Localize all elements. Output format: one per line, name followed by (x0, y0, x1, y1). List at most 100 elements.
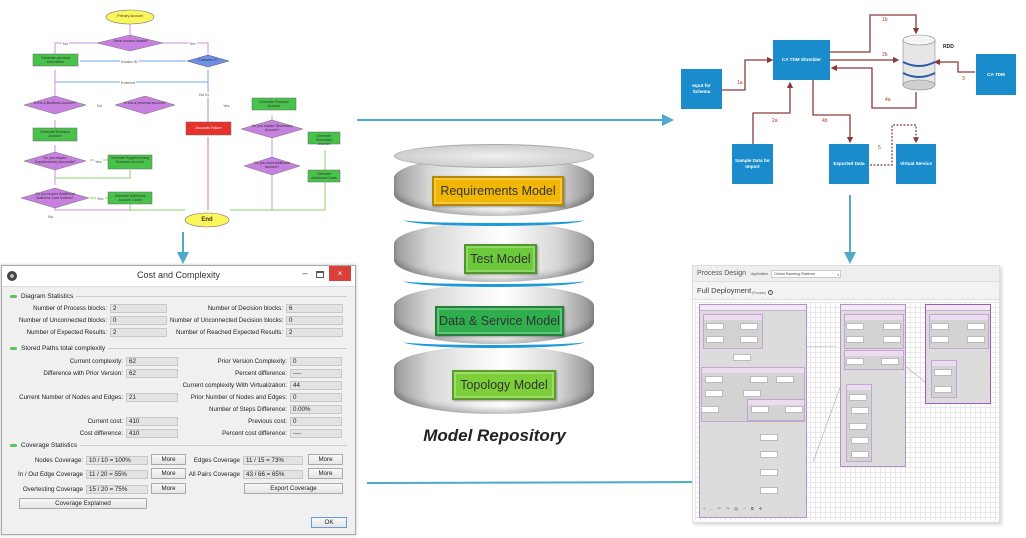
model-label: Topology Model (460, 378, 548, 392)
process-node[interactable] (740, 323, 758, 330)
tdm-ca-tdm-box: CA TDM (976, 54, 1016, 95)
edges-more-button[interactable]: More (308, 454, 343, 465)
field-value: 0 (290, 416, 342, 426)
move-icon[interactable]: ✥ (758, 506, 763, 511)
layout-icon[interactable]: ▤ (734, 506, 739, 511)
overtesting-more-button[interactable]: More (151, 483, 186, 494)
allpairs-more-button[interactable]: More (308, 468, 343, 479)
cost-complexity-dialog: Cost and Complexity – × Diagram Statisti… (1, 265, 356, 535)
process-node[interactable] (849, 394, 867, 401)
flowchart-node-label: Have Account details? (113, 39, 149, 43)
process-node[interactable] (931, 323, 949, 330)
process-node[interactable] (760, 434, 778, 441)
process-node[interactable] (776, 376, 794, 383)
edge-label-5: 5 (878, 145, 881, 151)
copy-icon[interactable]: ⧉ (750, 506, 754, 511)
minimize-button[interactable]: – (302, 268, 308, 278)
process-node[interactable] (705, 390, 723, 397)
process-node[interactable] (760, 469, 778, 476)
process-node[interactable] (740, 336, 758, 343)
model-tag-data-service[interactable]: Data & Service Model (435, 306, 564, 336)
tdm-input-schema-box: Input for Schema (681, 69, 722, 109)
field-prior-nodes-edges: Prior Number of Nodes and Edges: 0 (180, 392, 342, 402)
flowchart-node-label: Do you want additional account? (254, 161, 290, 169)
field-label: Nodes Coverage: (34, 456, 83, 464)
process-node[interactable] (846, 336, 864, 343)
deployment-subgroup[interactable] (703, 314, 763, 349)
deployment-subgroup[interactable] (844, 314, 904, 349)
process-node[interactable] (846, 358, 864, 365)
section-divider (108, 347, 347, 349)
flowchart-failure-node (185, 121, 232, 136)
undo-icon[interactable]: ↶ (717, 506, 721, 511)
process-node[interactable] (934, 386, 952, 393)
process-node[interactable] (706, 323, 724, 330)
edge-label-no-id: No ID (198, 92, 211, 97)
process-node[interactable] (733, 354, 751, 361)
process-node[interactable] (760, 451, 778, 458)
arrow-dialog-to-process (366, 476, 716, 489)
field-label: Number of Unconnected blocks: (18, 316, 107, 324)
field-label: Previous cost: (248, 417, 287, 425)
process-node[interactable] (883, 323, 901, 330)
ok-button[interactable]: OK (311, 517, 347, 528)
dialog-titlebar[interactable]: Cost and Complexity – × (2, 266, 355, 287)
process-node[interactable] (967, 323, 985, 330)
process-node[interactable] (851, 437, 869, 444)
deployment-subgroup[interactable] (747, 399, 805, 421)
field-label: Edges Coverage (193, 456, 240, 464)
process-node[interactable] (705, 376, 723, 383)
process-node[interactable] (931, 336, 949, 343)
edge-label-yes: Yes (96, 196, 105, 201)
field-label: Percent difference: (235, 369, 287, 377)
flowchart-decision (23, 95, 87, 115)
section-divider (76, 295, 347, 297)
info-icon[interactable]: i (767, 289, 773, 295)
maximize-button[interactable] (316, 271, 324, 278)
coverage-explained-button[interactable]: Coverage Explained (19, 498, 147, 509)
field-value: 43 / 66 = 65% (243, 469, 303, 479)
field-label: Number of Reached Expected Results: (176, 328, 283, 336)
edge-label-4a: 4a (885, 97, 891, 103)
process-node[interactable] (846, 323, 864, 330)
edge-label-1b: 1b (882, 17, 888, 23)
redo-icon[interactable]: ↷ (725, 506, 730, 511)
field-value: 0 (286, 315, 343, 325)
edit-icon[interactable]: ⟋ (743, 506, 746, 511)
process-node[interactable] (883, 336, 901, 343)
flowchart-decision (96, 34, 164, 52)
application-select[interactable]: Online Banking Platform ▾ (771, 269, 842, 278)
deployment-subgroup[interactable] (929, 314, 989, 349)
section-title: Stored Paths total complexity (21, 344, 106, 352)
model-tag-requirements[interactable]: Requirements Model (432, 176, 564, 206)
close-button[interactable]: × (329, 266, 351, 281)
process-node[interactable] (967, 336, 985, 343)
zoom-out-icon[interactable]: – (710, 506, 713, 511)
process-node[interactable] (934, 369, 952, 376)
process-node[interactable] (751, 406, 769, 413)
process-node[interactable] (849, 423, 867, 430)
process-node[interactable] (851, 451, 869, 458)
process-node[interactable] (743, 390, 761, 397)
process-node[interactable] (706, 336, 724, 343)
process-node[interactable] (750, 376, 768, 383)
process-canvas[interactable]: + – ↶ ↷ ▤ ⟋ ⧉ ✥ (695, 302, 998, 520)
nodes-more-button[interactable]: More (151, 454, 186, 465)
export-coverage-button[interactable]: Export Coverage (244, 483, 343, 494)
zoom-in-icon[interactable]: + (703, 506, 706, 511)
field-value: ---- (290, 368, 342, 378)
field-value: ---- (290, 428, 342, 438)
process-node[interactable] (760, 487, 778, 494)
deployment-subgroup[interactable] (844, 350, 904, 370)
process-node[interactable] (851, 407, 869, 414)
canvas-toolbar: + – ↶ ↷ ▤ ⟋ ⧉ ✥ (703, 506, 762, 514)
model-tag-topology[interactable]: Topology Model (452, 370, 556, 400)
inout-more-button[interactable]: More (151, 468, 186, 479)
process-node[interactable] (881, 358, 899, 365)
process-node[interactable] (785, 406, 803, 413)
field-value: 2 (110, 303, 167, 313)
repository-disk-top (394, 144, 594, 168)
model-tag-test[interactable]: Test Model (464, 244, 537, 274)
process-node[interactable] (701, 406, 719, 413)
flowchart-process (307, 131, 341, 145)
